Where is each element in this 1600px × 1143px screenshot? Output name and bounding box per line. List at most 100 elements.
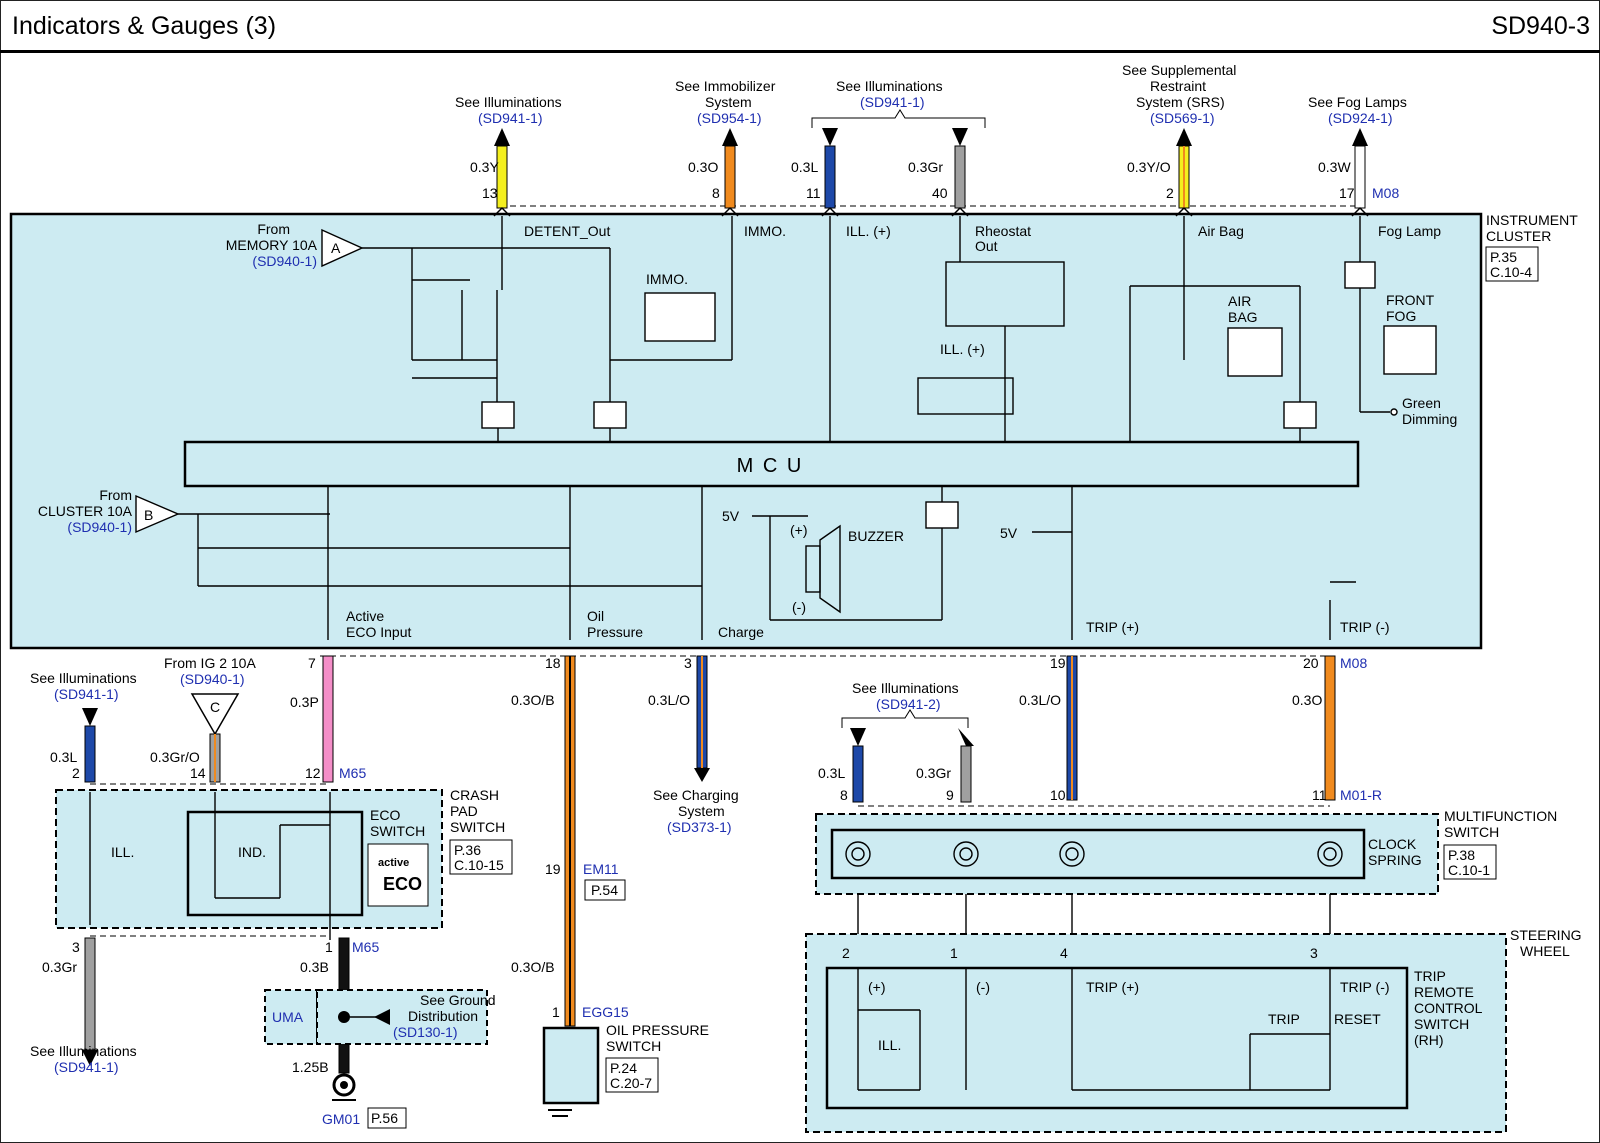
arrow-up-icon (1176, 128, 1192, 146)
oil-pin-1: 1 (552, 1004, 560, 1020)
sw-minus: (-) (976, 979, 990, 995)
arrow-down-icon (822, 128, 838, 146)
conn-m08-bottom: M08 (1340, 655, 1367, 671)
arrow-up-icon (722, 128, 738, 146)
crash-see-ill: See Illuminations (30, 670, 137, 686)
wire-label-0-3y: 0.3Y (470, 159, 499, 175)
wire-label-0-3o: 0.3O (688, 159, 718, 175)
ref-label-srs-1: See Supplemental (1122, 62, 1236, 78)
sw-trip-plus: TRIP (+) (1086, 979, 1139, 995)
arrow-down-icon (694, 768, 710, 782)
oil-switch-box (542, 1026, 600, 1105)
signal-active: Active (346, 608, 384, 624)
wire-gray-crash (84, 937, 96, 1051)
mf-wire-l: 0.3L (818, 765, 845, 781)
wire-label-0-3lo: 0.3L/O (648, 692, 690, 708)
oil-egg15: EGG15 (582, 1004, 629, 1020)
from-b-1: From (99, 487, 132, 503)
ref-label-fog: See Fog Lamps (1308, 94, 1407, 110)
clock-label-1: CLOCK (1368, 836, 1417, 852)
ground-label: GM01 (322, 1111, 360, 1127)
wire-label-crash-gr: 0.3Gr (42, 959, 77, 975)
signal-pressure: Pressure (587, 624, 643, 640)
wire-label-0-3yo: 0.3Y/O (1127, 159, 1171, 175)
crash-label-1: CRASH (450, 787, 499, 803)
buzzer-minus: (-) (792, 599, 806, 615)
c-mark: C (210, 699, 220, 715)
pin-12: 12 (305, 765, 321, 781)
from-a-1: From (257, 221, 290, 237)
wire-label-0-3w: 0.3W (1318, 159, 1351, 175)
internal-circuit (135, 216, 1437, 640)
arrow-down-icon (850, 728, 866, 746)
crash-label-2: PAD (450, 803, 478, 819)
wire-label-trip-lo: 0.3L/O (1019, 692, 1061, 708)
sw-pin-4: 4 (1060, 945, 1068, 961)
airbag-label-1: AIR (1228, 293, 1251, 309)
ref-code-ill-2: (SD941-1) (860, 94, 925, 110)
steering-label-1: STEERING (1510, 927, 1582, 943)
pin-3-crash: 3 (72, 939, 80, 955)
header-rule (0, 50, 1600, 53)
ref-code-ill-1: (SD941-1) (478, 110, 543, 126)
crash-conn-ref: C.10-15 (454, 857, 504, 873)
from-ig: From IG 2 10A (164, 655, 256, 671)
sw-plus: (+) (868, 979, 886, 995)
pin-2: 2 (1166, 185, 1174, 201)
signal-charge: Charge (718, 624, 764, 640)
oil-page-ref: P.24 (610, 1060, 637, 1076)
signal-detent-out: DETENT_Out (524, 223, 610, 239)
wire-orange (724, 145, 736, 209)
splice-dot (338, 1011, 350, 1023)
ground-page-box (367, 1107, 407, 1129)
oil-wire: 0.3O/B (511, 959, 555, 975)
ref-code-immo: (SD954-1) (697, 110, 762, 126)
mf-pin-10: 10 (1050, 787, 1066, 803)
conn-m08: M08 (1372, 185, 1399, 201)
from-b-ref: (SD940-1) (67, 519, 132, 535)
mf-see-ill: See Illuminations (852, 680, 959, 696)
cluster-conn-ref: C.10-4 (1490, 264, 1532, 280)
wire-yellow (496, 145, 508, 209)
oil-conn-ref: C.20-7 (610, 1075, 652, 1091)
signal-air-bag: Air Bag (1198, 223, 1244, 239)
oil-page-box (584, 879, 626, 901)
ref-label-ill-1: See Illuminations (455, 94, 562, 110)
mcu-label: M C U (737, 455, 804, 477)
pin-1-crash: 1 (325, 939, 333, 955)
mf-wire-gr: 0.3Gr (916, 765, 951, 781)
eco-switch-box (186, 810, 364, 917)
mf-pin-11: 11 (1312, 787, 1327, 803)
from-a-2: MEMORY 10A (226, 237, 318, 253)
ground-icon (340, 1081, 348, 1089)
b-mark: B (144, 507, 153, 523)
mf-see-ill-ref: (SD941-2) (876, 696, 941, 712)
arrow-left-icon (374, 1009, 390, 1025)
fog-label-2: FOG (1386, 308, 1416, 324)
sw-pin-1: 1 (950, 945, 958, 961)
arrow-up-icon (1352, 128, 1368, 146)
crash-page-ref: P.36 (454, 842, 481, 858)
eco-badge-2: ECO (383, 874, 422, 894)
pin-7: 7 (308, 655, 316, 671)
arrow-down-icon (82, 708, 98, 726)
charging-ref: (SD373-1) (667, 819, 732, 835)
wire-label-0-3ob: 0.3O/B (511, 692, 555, 708)
pin-17: 17 (1339, 185, 1355, 201)
ref-label-srs-2: Restraint (1150, 78, 1206, 94)
sw-label-5: (RH) (1414, 1032, 1444, 1048)
fog-label-1: FRONT (1386, 292, 1435, 308)
brace (811, 109, 986, 128)
sw-trip: TRIP (1268, 1011, 1300, 1027)
uma-label: UMA (272, 1009, 304, 1025)
page-code: SD940-3 (1491, 12, 1590, 40)
sw-label-1: TRIP (1414, 968, 1446, 984)
oil-sw-1: OIL PRESSURE (606, 1022, 709, 1038)
gd-label-1: See Ground (420, 992, 496, 1008)
mf-page-ref: P.38 (1448, 847, 1475, 863)
wire-label-trip-o: 0.3O (1292, 692, 1322, 708)
wire-label-0-3gr: 0.3Gr (908, 159, 943, 175)
cluster-page-ref: P.35 (1490, 249, 1517, 265)
wire-label-0-3p: 0.3P (290, 694, 319, 710)
green-label-2: Dimming (1402, 411, 1457, 427)
